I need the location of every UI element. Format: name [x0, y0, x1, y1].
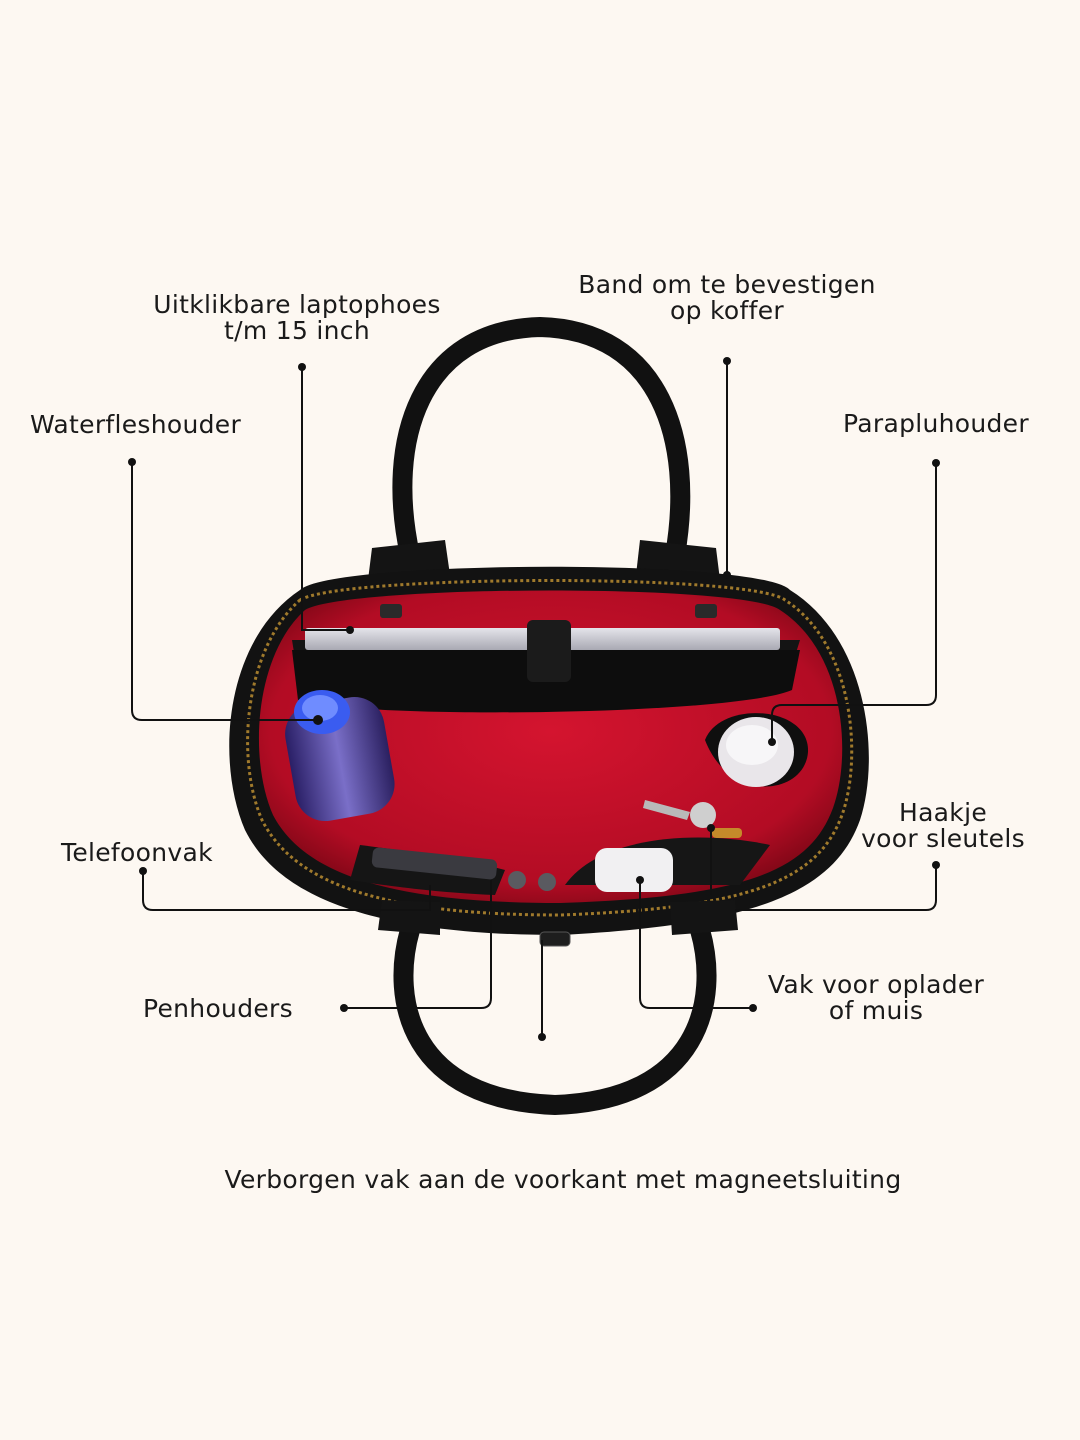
water-bottle — [285, 690, 395, 822]
dot-strap-target — [723, 571, 731, 579]
label-key-hook: Haakje voor sleutels — [848, 800, 1038, 852]
dot-phone-end — [139, 867, 147, 875]
leader-charger — [639, 880, 753, 1009]
leader-laptop — [301, 367, 350, 631]
label-suitcase-strap-line1: Band om te bevestigen — [578, 270, 876, 299]
dot-laptop-end — [298, 363, 306, 371]
dot-water-end — [128, 458, 136, 466]
dot-front-end — [538, 1033, 546, 1041]
leader-phone — [142, 871, 431, 911]
pen-1 — [508, 871, 526, 889]
label-pen-holders: Penhouders — [143, 994, 293, 1023]
dot-laptop-target — [346, 626, 354, 634]
front-handle-tab-left — [378, 900, 440, 935]
label-laptop-sleeve: Uitklikbare laptophoes t/m 15 inch — [142, 292, 452, 344]
magnet-clasp — [539, 931, 571, 947]
dot-strap-end — [723, 357, 731, 365]
label-laptop-sleeve-line1: Uitklikbare laptophoes — [153, 290, 441, 319]
pen-2 — [538, 873, 556, 891]
laptop-buckle-left — [380, 604, 402, 618]
label-front-pocket: Verborgen vak aan de voorkant met magnee… — [224, 1165, 902, 1194]
laptop-sleeve-strap — [527, 620, 571, 682]
label-charger-pocket-line1: Vak voor oplader — [767, 970, 985, 999]
label-charger-pocket: Vak voor oplader of muis — [756, 972, 996, 1024]
label-laptop-sleeve-line2: t/m 15 inch — [224, 316, 370, 345]
label-suitcase-strap-line2: op koffer — [670, 296, 784, 325]
dot-pens-end — [340, 1004, 348, 1012]
dot-umbrella-end — [932, 459, 940, 467]
back-handle — [392, 316, 691, 565]
dot-charger-end — [749, 1004, 757, 1012]
dot-umbrella-target — [768, 738, 776, 746]
leader-water — [131, 462, 318, 721]
umbrella — [705, 713, 809, 787]
dot-keys-end — [932, 861, 940, 869]
dot-charger-target — [636, 876, 644, 884]
label-charger-pocket-line2: of muis — [828, 996, 924, 1025]
label-key-hook-line2: voor sleutels — [861, 824, 1025, 853]
label-water-bottle-holder: Waterfleshouder — [30, 410, 242, 439]
keys — [643, 800, 742, 838]
dot-keys-target — [707, 824, 715, 832]
leader-keys — [735, 865, 937, 911]
label-suitcase-strap: Band om te bevestigen op koffer — [572, 272, 882, 324]
charger — [595, 848, 673, 892]
leader-pens — [344, 880, 492, 1009]
label-key-hook-line1: Haakje — [898, 798, 988, 827]
zipper — [246, 579, 854, 917]
label-phone-pocket: Telefoonvak — [61, 838, 213, 867]
front-handle — [393, 920, 717, 1116]
front-handle-tab-right — [670, 900, 738, 935]
dot-water-target — [313, 715, 323, 725]
label-umbrella-holder: Parapluhouder — [843, 409, 1029, 438]
leader-umbrella — [771, 463, 937, 742]
phone — [371, 847, 498, 880]
laptop-buckle-right — [695, 604, 717, 618]
